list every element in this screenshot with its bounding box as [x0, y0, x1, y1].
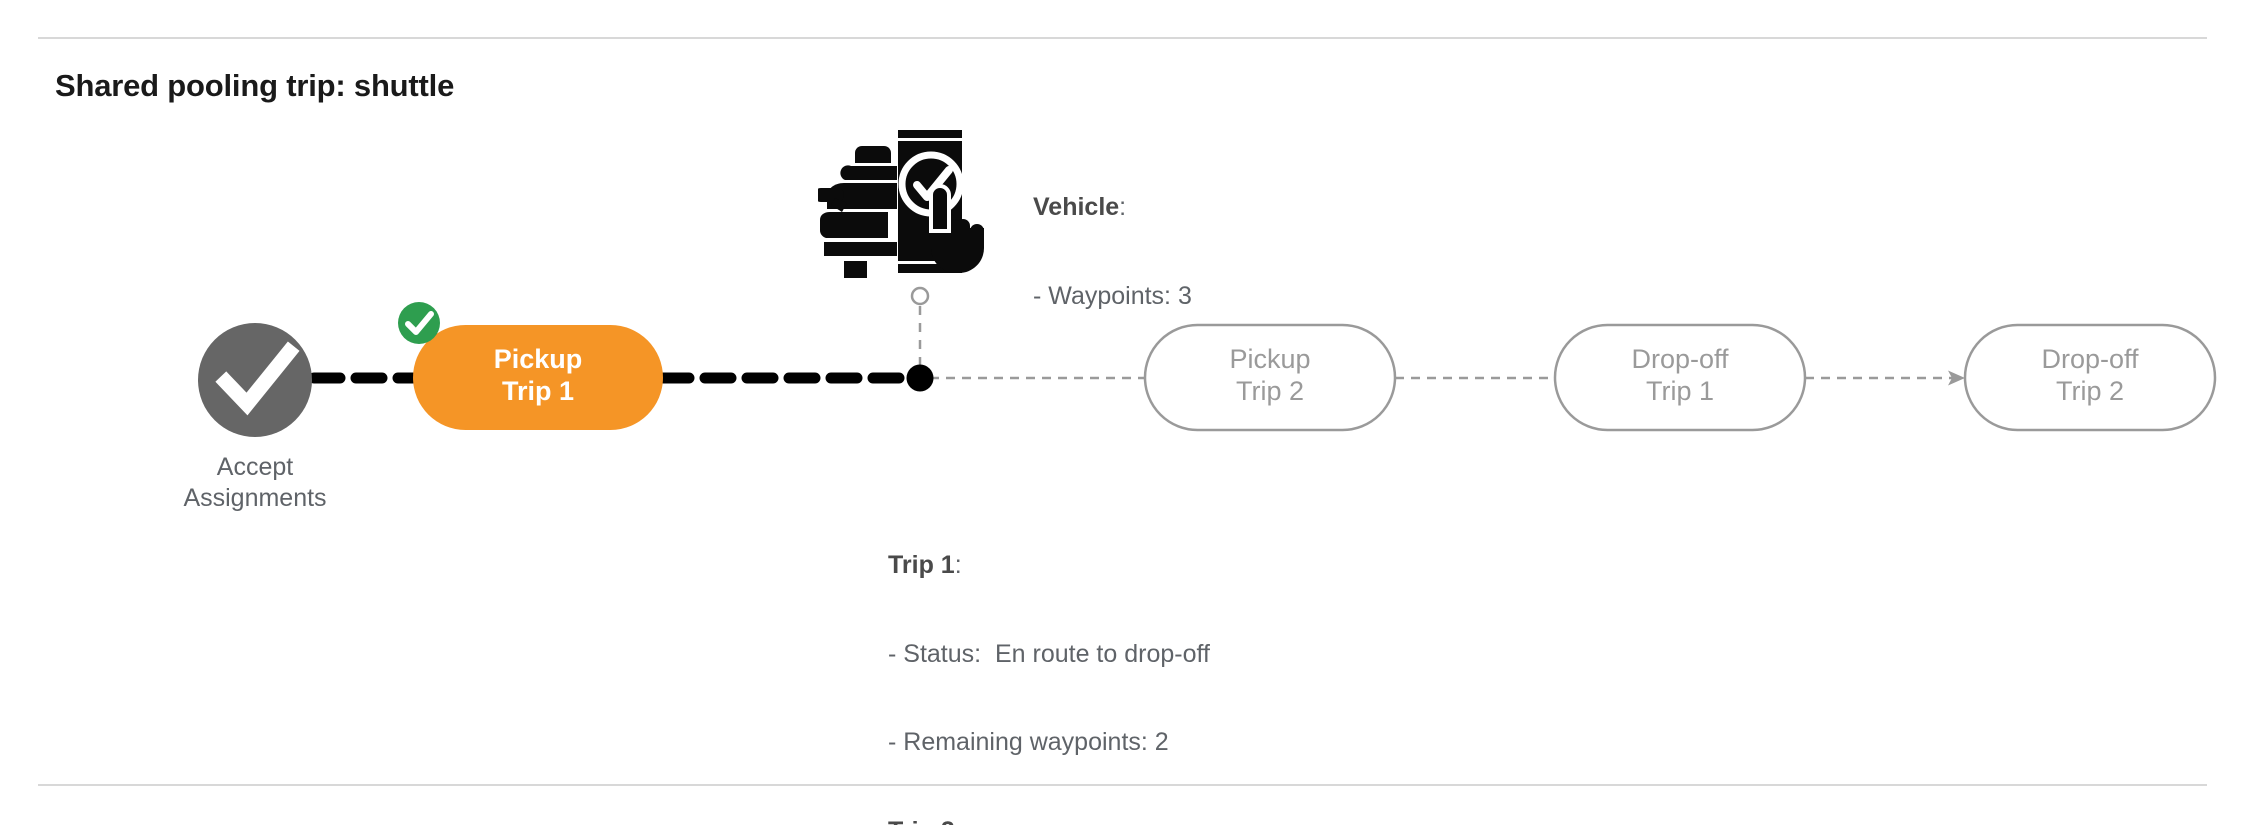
bottom-divider — [38, 784, 2207, 786]
vehicle-stem-ring — [910, 286, 930, 306]
phone-check-mark-icon — [913, 166, 953, 201]
accept-label-line2: Assignments — [183, 483, 327, 512]
accept-label-line1: Accept — [216, 453, 294, 481]
trip1-remaining-text: - Remaining waypoints: 2 — [888, 728, 1169, 756]
trip2-heading-text: Trip 2 — [888, 817, 955, 825]
trips-annotation: Trip 1: - Status: En route to drop-off -… — [888, 494, 1210, 825]
trip1-heading-colon: : — [954, 551, 962, 579]
accept-assignments-label: Accept Assignments — [135, 452, 375, 513]
vehicle-annotation: Vehicle: - Waypoints: 3 — [1033, 136, 1192, 370]
top-divider — [38, 37, 2207, 39]
accept-assignments-node[interactable] — [198, 323, 312, 437]
arrow-head-icon — [1948, 370, 1965, 386]
page-title: Shared pooling trip: shuttle — [55, 68, 455, 103]
check-badge-icon — [398, 302, 440, 344]
step-pill-pickup-trip-2[interactable] — [1143, 323, 1397, 432]
pointing-hand-icon — [929, 183, 984, 273]
trip1-heading-text: Trip 1 — [888, 551, 955, 579]
trip2-annotation-heading: Trip 2: — [888, 817, 1210, 825]
vehicle-annotation-heading: Vehicle: — [1033, 193, 1192, 222]
vehicle-heading-colon: : — [1119, 193, 1127, 221]
vehicle-heading-text: Vehicle — [1033, 193, 1120, 221]
trip1-status-text: - Status: En route to drop-off — [888, 639, 1210, 668]
vehicle-app-check-icon — [818, 130, 984, 278]
vehicle-waypoints-text: - Waypoints: 3 — [1033, 281, 1192, 310]
step-pill-dropoff-trip-2[interactable] — [1963, 323, 2217, 432]
step-pill-dropoff-trip-1[interactable] — [1553, 323, 1807, 432]
trip1-annotation-heading: Trip 1: — [888, 551, 1210, 580]
step-pill-pickup-trip-1[interactable] — [413, 325, 663, 430]
trip2-heading-colon: : — [955, 817, 962, 825]
check-mark-icon — [215, 341, 300, 416]
vehicle-position-dot[interactable] — [906, 364, 934, 392]
check-circle-icon — [198, 323, 312, 437]
